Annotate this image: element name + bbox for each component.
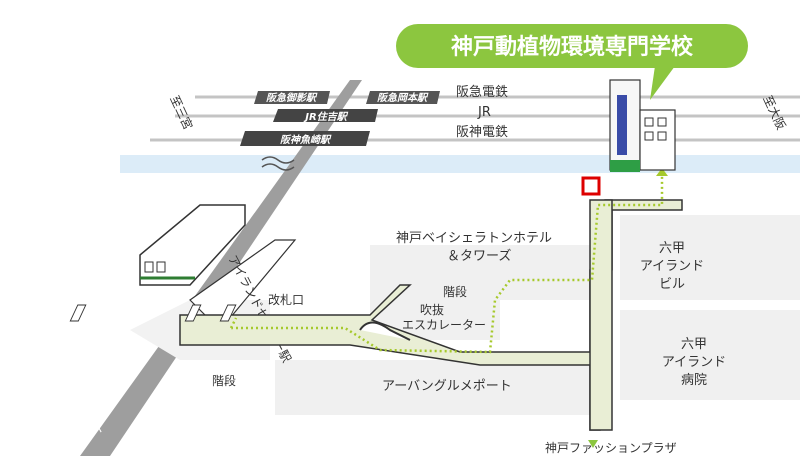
label-building-3: ビル xyxy=(659,277,685,292)
label-hospital-1: 六甲 xyxy=(681,337,707,352)
liner-train xyxy=(139,204,246,286)
down-arrow-icon xyxy=(588,440,598,448)
route-arrow-icon xyxy=(656,168,668,176)
direction-east: 至大阪 xyxy=(760,93,788,132)
label-hotel-2: ＆タワーズ xyxy=(447,248,511,264)
label-atrium: 吹抜 xyxy=(420,303,444,317)
walking-route xyxy=(229,175,664,354)
badge-uozaki[interactable] xyxy=(240,131,370,146)
badge-sumiyoshi[interactable] xyxy=(273,109,378,122)
station-sumiyoshi[interactable]: JR住吉駅 xyxy=(303,111,348,123)
label-hospital-2: アイランド xyxy=(662,355,726,370)
ticket-gates xyxy=(69,304,237,322)
liner-name: 六甲ライナー xyxy=(61,367,107,437)
label-hankyu: 阪急電鉄 xyxy=(456,85,508,100)
entrance-marker xyxy=(581,176,601,196)
hotel-area xyxy=(370,245,600,340)
school-building xyxy=(581,79,676,196)
label-gate: 改札口 xyxy=(268,293,304,307)
escalator-icon xyxy=(359,321,411,341)
break-symbol xyxy=(261,156,295,171)
urban-gourmet-port xyxy=(275,360,590,415)
station-okamoto[interactable]: 阪急岡本駅 xyxy=(377,92,429,104)
station-mikage[interactable]: 阪急御影駅 xyxy=(266,92,318,104)
rokko-island-building xyxy=(620,215,800,300)
label-fashion-plaza: 神戸ファッションプラザ xyxy=(545,441,677,455)
station-badges: 阪急御影駅 阪急岡本駅 JR住吉駅 阪神魚崎駅 xyxy=(240,91,440,146)
school-title: 神戸動植物環境専門学校 xyxy=(451,34,694,60)
label-escalator: エスカレーター xyxy=(402,318,486,332)
badge-mikage[interactable] xyxy=(254,91,330,104)
sea-band xyxy=(120,155,800,173)
school-callout: 神戸動植物環境専門学校 xyxy=(396,24,748,100)
rokko-liner-track xyxy=(80,80,362,456)
label-hospital-3: 病院 xyxy=(681,373,707,388)
label-building-1: 六甲 xyxy=(659,241,685,256)
label-hotel-1: 神戸ベイシェラトンホテル xyxy=(396,231,552,246)
direction-west: 至三宮 xyxy=(167,93,196,132)
label-hanshin: 阪神電鉄 xyxy=(456,125,508,140)
bridge-walkway xyxy=(589,199,613,431)
label-stairs-mid: 階段 xyxy=(443,284,467,299)
label-building-2: アイランド xyxy=(640,259,704,274)
rokko-island-hospital xyxy=(620,310,800,400)
label-stairs-left: 階段 xyxy=(212,373,236,388)
label-jr: JR xyxy=(477,105,491,120)
station-uozaki[interactable]: 阪神魚崎駅 xyxy=(280,134,332,146)
badge-okamoto[interactable] xyxy=(366,91,440,104)
label-gourmet: アーバングルメポート xyxy=(382,379,512,394)
concourse-floor xyxy=(179,199,683,431)
